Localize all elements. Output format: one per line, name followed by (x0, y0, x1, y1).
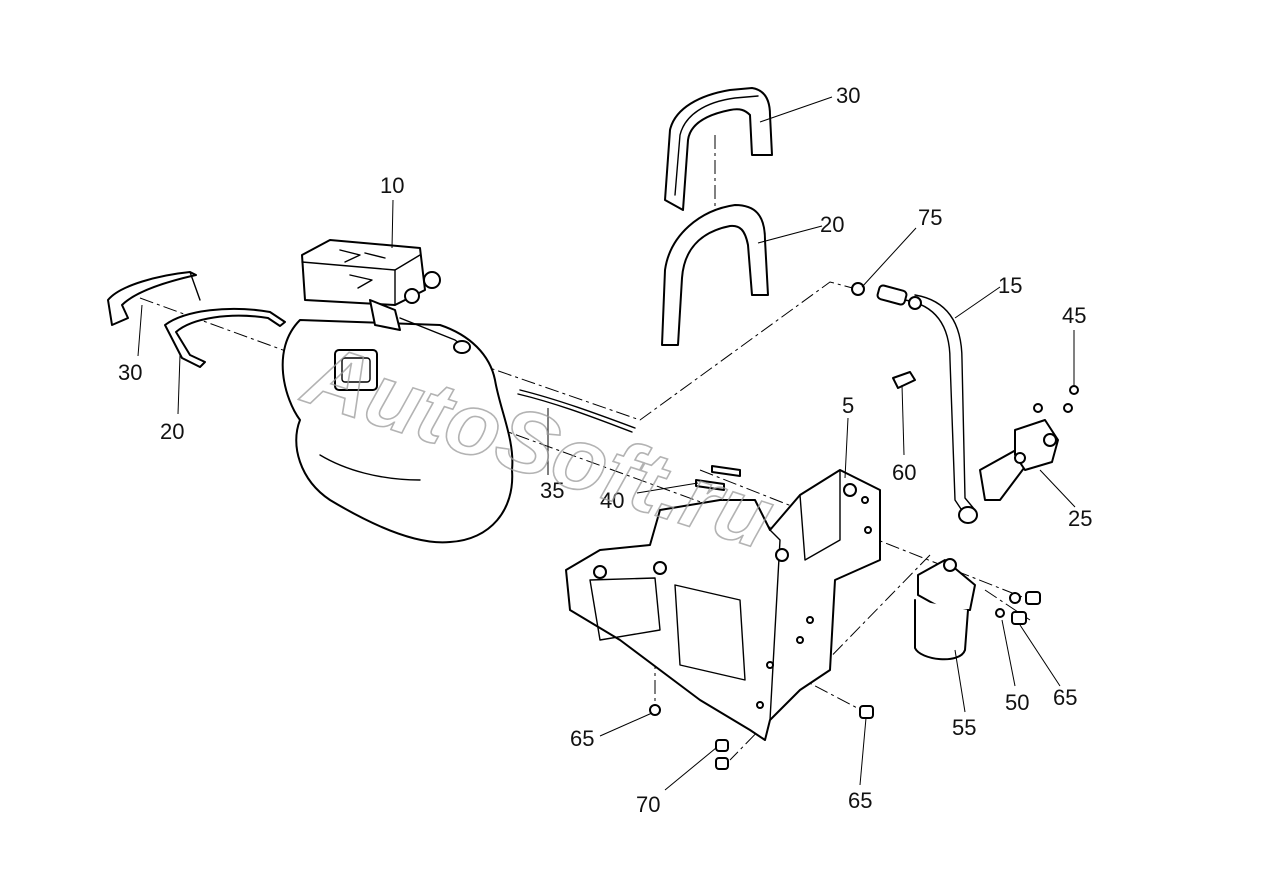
clip-60 (892, 371, 916, 389)
callout-20-top: 20 (820, 212, 844, 237)
callout-30-left: 30 (118, 360, 142, 385)
callout-45: 45 (1062, 303, 1086, 328)
callout-65-right: 65 (1053, 685, 1077, 710)
callout-35: 35 (540, 478, 564, 503)
callout-70: 70 (636, 792, 660, 817)
callout-50: 50 (1005, 690, 1029, 715)
callout-20-left: 20 (160, 419, 184, 444)
strap-30-left (107, 271, 201, 326)
leader-lines (137, 96, 1076, 791)
strap-20-left (164, 307, 286, 368)
strap-30-top (664, 87, 773, 211)
callout-25: 25 (1068, 506, 1092, 531)
tube-35 (517, 389, 636, 433)
drier-55 (914, 558, 976, 661)
callout-65-left: 65 (570, 726, 594, 751)
hardware-washers-nuts (649, 591, 1041, 770)
strap-20-top (661, 204, 769, 346)
callout-15: 15 (998, 273, 1022, 298)
callouts: 30 20 10 75 15 45 30 20 5 60 35 40 25 65… (118, 83, 1092, 817)
callout-40: 40 (600, 488, 624, 513)
callout-30-top: 30 (836, 83, 860, 108)
callout-55: 55 (952, 715, 976, 740)
tank-assembly-10 (281, 239, 514, 544)
bolts-40 (695, 465, 741, 491)
callout-5: 5 (842, 393, 854, 418)
hose-15 (851, 282, 978, 524)
valve-25 (979, 385, 1079, 501)
callout-60: 60 (892, 460, 916, 485)
callout-75: 75 (918, 205, 942, 230)
callout-65-bottom: 65 (848, 788, 872, 813)
bracket-5 (565, 469, 881, 741)
callout-10: 10 (380, 173, 404, 198)
